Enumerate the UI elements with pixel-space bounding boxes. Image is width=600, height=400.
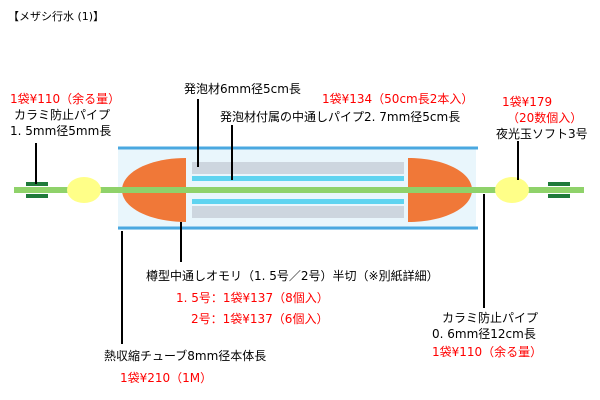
br-pipe-name: カラミ防止パイプ [442,311,539,325]
left-pipe-spec: 1. 5mm径5mm長 [10,124,112,138]
sinker-price-2: 2号：1袋¥137（6個入） [191,312,329,326]
page-title: 【メザシ行水 (1)】 [8,10,105,23]
foam-price: 1袋¥134（50cm長2本入） [322,92,474,106]
glow-bead-left [67,177,101,203]
foam-name: 発泡材6mm径5cm長 [184,82,301,96]
foam-pipe-bottom [192,199,404,204]
sinker-name: 樽型中通しオモリ（1. 5号／2号）半切（※別紙詳細） [146,269,439,283]
foam-top [192,162,404,174]
glow-bead-right [495,177,529,203]
tube-price: 1袋¥210（1M） [120,371,213,385]
anti-tangle-pipe-left-b [26,194,48,198]
br-pipe-spec: 0. 6mm径12cm長 [432,327,536,341]
sinker-price-1: 1. 5号：1袋¥137（8個入） [176,291,329,305]
glow-bead-name: 夜光玉ソフト3号 [496,127,588,141]
glow-bead-count: （20数個入） [507,111,583,125]
anti-tangle-pipe-right-b [548,194,570,198]
foam-pipe-top [192,176,404,181]
anti-tangle-pipe-right [548,182,570,186]
tube-name: 熱収縮チューブ8mm径本体長 [104,349,267,363]
left-pipe-name: カラミ防止パイプ [14,108,111,122]
glow-bead-price: 1袋¥179 [502,95,553,109]
foam-pipe-name: 発泡材付属の中通しパイプ2. 7mm径5cm長 [220,110,461,124]
br-pipe-price: 1袋¥110（余る量） [432,345,543,359]
foam-bottom [192,206,404,218]
left-pipe-price: 1袋¥110（余る量） [10,92,121,106]
